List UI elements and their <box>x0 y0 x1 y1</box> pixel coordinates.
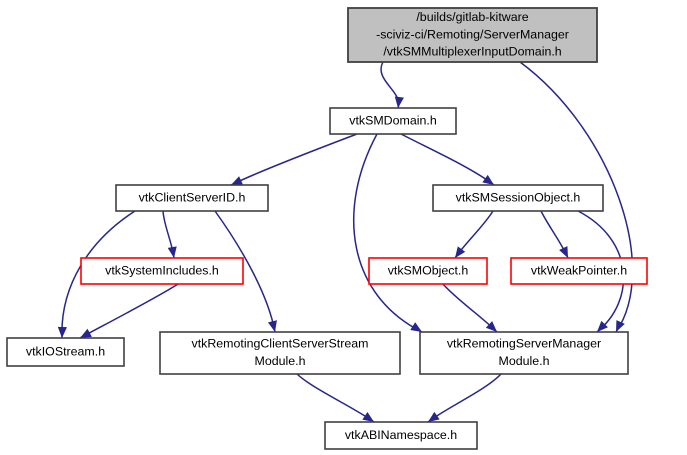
node-vtkiostream-h-box[interactable] <box>6 337 125 367</box>
edge-smsessionobject-to-servermanager-arrowhead <box>597 320 608 332</box>
node-vtkweakpointer-h-box[interactable] <box>510 257 648 285</box>
edge-smdomain-to-servermanager-line <box>352 133 423 333</box>
node-vtkremotingservermanager-module-h-label-line-2: Module.h <box>499 354 550 368</box>
edge-clientserverstream-to-abinamespace-arrowhead <box>362 412 374 422</box>
node-vtkabinamespace-h-box[interactable] <box>324 421 478 450</box>
node-vtksmobject-h-label-line-1: vtkSMObject.h <box>388 263 469 277</box>
node-vtkiostream-h-label-line-1: vtkIOStream.h <box>26 344 105 358</box>
edge-systemincludes-to-iostream-arrowhead <box>80 328 92 338</box>
node-builds-gitlab-kitware-sciviz-ci-remoting-servermanager-label-line-1: /builds/gitlab-kitware <box>416 10 528 24</box>
edge-smsessionobject-to-weakpointer-arrowhead <box>559 246 568 258</box>
node-vtkabinamespace-h[interactable]: vtkABINamespace.h <box>324 421 478 450</box>
node-builds-gitlab-kitware-sciviz-ci-remoting-servermanager[interactable]: /builds/gitlab-kitware -sciviz-ci/Remotin… <box>347 7 598 63</box>
edge-systemincludes-to-iostream <box>79 283 179 339</box>
node-vtksmdomain-h-label-line-1: vtkSMDomain.h <box>349 113 437 127</box>
node-vtksystemincludes-h-label-line-1: vtkSystemIncludes.h <box>105 263 219 277</box>
node-vtkremotingclientserverstream-module-h-label-line-2: Module.h <box>255 354 306 368</box>
edge-smobject-to-servermanager-arrowhead <box>485 321 497 332</box>
edge-smsessionobject-to-smobject-arrowhead <box>455 246 466 258</box>
edge-clientserverid-to-clientserverstream <box>214 210 277 333</box>
edge-smdomain-to-clientserverid-line <box>230 133 358 186</box>
node-vtksystemincludes-h-box[interactable] <box>80 257 244 285</box>
node-vtkremotingclientserverstream-module-h-label-line-1: vtkRemotingClientServerStream <box>192 337 369 351</box>
node-builds-gitlab-kitware-sciviz-ci-remoting-servermanager-box[interactable] <box>347 7 598 63</box>
node-vtksmobject-h[interactable]: vtkSMObject.h <box>368 257 488 285</box>
edge-clientserverid-to-iostream-arrowhead <box>57 326 67 338</box>
node-vtksmsessionobject-h-label-line-1: vtkSMSessionObject.h <box>456 190 581 204</box>
node-vtksmsessionobject-h[interactable]: vtkSMSessionObject.h <box>432 184 604 212</box>
edge-root-to-servermanager-line <box>519 61 634 333</box>
node-vtkremotingservermanager-module-h-label-line-1: vtkRemotingServerManager <box>447 337 601 351</box>
edge-smsessionobject-to-smobject <box>454 210 494 259</box>
edge-root-to-smdomain <box>380 61 404 109</box>
node-layer: /builds/gitlab-kitware -sciviz-ci/Remotin… <box>6 7 648 450</box>
edge-smdomain-to-clientserverid-arrowhead <box>231 176 243 185</box>
node-vtksystemincludes-h[interactable]: vtkSystemIncludes.h <box>80 257 244 285</box>
edge-root-to-smdomain-arrowhead <box>394 96 404 108</box>
edge-systemincludes-to-iostream-line <box>79 283 179 339</box>
node-vtkweakpointer-h[interactable]: vtkWeakPointer.h <box>510 257 648 285</box>
node-vtkremotingclientserverstream-module-h-box[interactable] <box>159 331 401 375</box>
edge-clientserverid-to-systemincludes-arrowhead <box>167 246 177 258</box>
node-vtkclientserverid-h-label-line-1: vtkClientServerID.h <box>139 190 246 204</box>
node-vtkabinamespace-h-label-line-1: vtkABINamespace.h <box>345 428 457 442</box>
edge-clientserverid-to-clientserverstream-arrowhead <box>267 320 277 332</box>
edge-smobject-to-servermanager <box>442 283 498 333</box>
node-vtkclientserverid-h[interactable]: vtkClientServerID.h <box>115 184 269 212</box>
edge-root-to-servermanager-arrowhead <box>616 320 625 332</box>
edge-smdomain-to-servermanager-arrowhead <box>410 322 422 332</box>
node-builds-gitlab-kitware-sciviz-ci-remoting-servermanager-label-line-2: -sciviz-ci/Remoting/ServerManager <box>376 27 569 41</box>
node-vtksmdomain-h-box[interactable] <box>329 107 457 135</box>
edge-clientserverstream-to-abinamespace-line <box>296 373 375 423</box>
node-vtkiostream-h[interactable]: vtkIOStream.h <box>6 337 125 367</box>
edge-servermanager-to-abinamespace <box>427 373 502 423</box>
edge-smsessionobject-to-weakpointer <box>540 210 569 259</box>
edge-smdomain-to-smsessionobject-line <box>400 133 495 186</box>
node-vtkclientserverid-h-box[interactable] <box>115 184 269 212</box>
node-vtkremotingservermanager-module-h-box[interactable] <box>419 331 629 375</box>
node-vtksmdomain-h[interactable]: vtkSMDomain.h <box>329 107 457 135</box>
node-vtksmobject-h-box[interactable] <box>368 257 488 285</box>
edge-root-to-servermanager <box>519 61 634 333</box>
edge-clientserverstream-to-abinamespace <box>296 373 375 423</box>
node-vtkweakpointer-h-label-line-1: vtkWeakPointer.h <box>531 263 627 277</box>
edge-smdomain-to-smsessionobject <box>400 133 495 186</box>
edge-smdomain-to-clientserverid <box>230 133 358 186</box>
node-builds-gitlab-kitware-sciviz-ci-remoting-servermanager-label-line-3: /vtkSMMultiplexerInputDomain.h <box>383 44 561 58</box>
edge-servermanager-to-abinamespace-line <box>427 373 502 423</box>
node-vtksmsessionobject-h-box[interactable] <box>432 184 604 212</box>
edge-clientserverid-to-systemincludes <box>162 210 177 259</box>
edge-smdomain-to-smsessionobject-arrowhead <box>482 174 494 185</box>
edge-clientserverid-to-clientserverstream-line <box>214 210 276 333</box>
edge-servermanager-to-abinamespace-arrowhead <box>428 411 440 422</box>
edge-smdomain-to-servermanager <box>352 133 423 333</box>
